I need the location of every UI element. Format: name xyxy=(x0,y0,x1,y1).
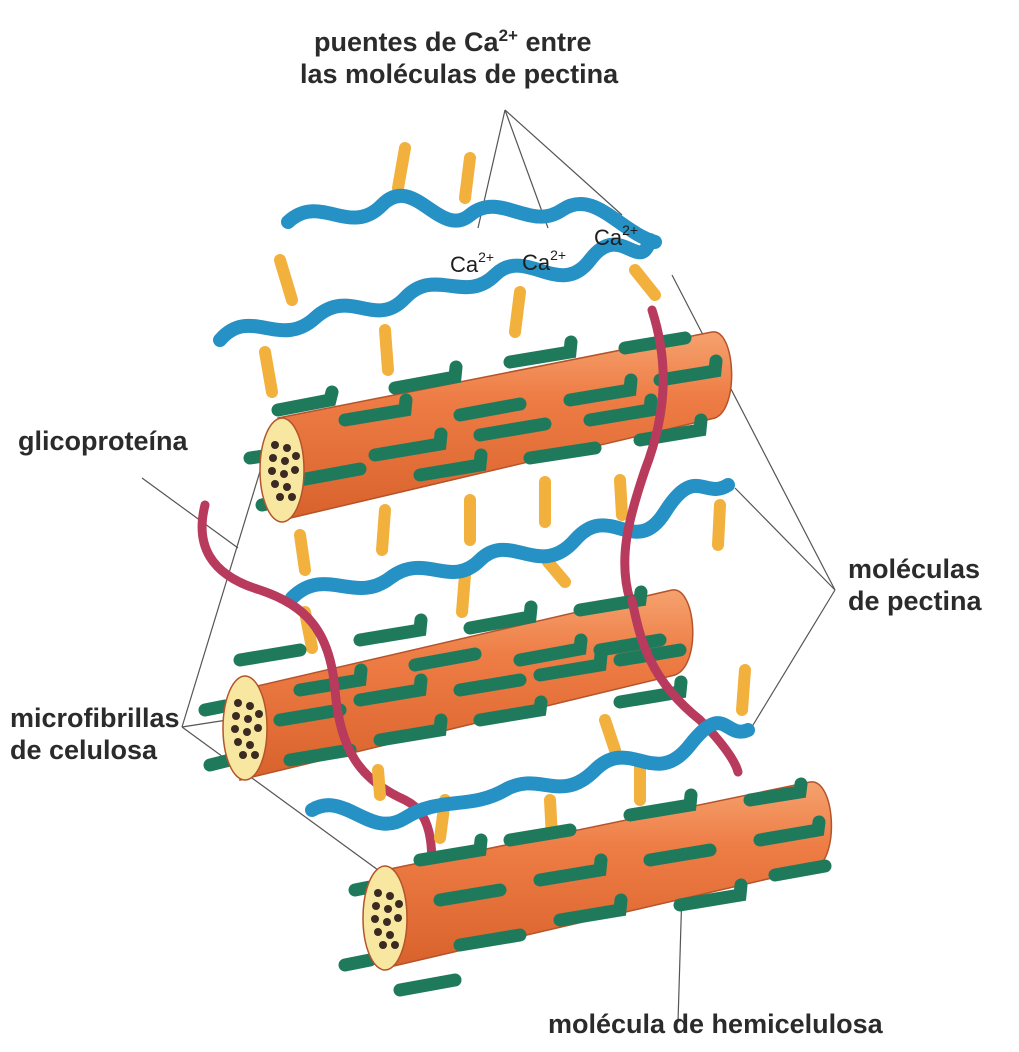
pectin-label-line1: moléculas xyxy=(848,553,982,585)
leader-line xyxy=(750,590,835,730)
leader-line xyxy=(735,488,835,590)
ca-ion-group: Ca2+ Ca2+ Ca2+ xyxy=(450,222,638,277)
pectin-layer-top xyxy=(220,148,655,392)
pectin-label: moléculas de pectina xyxy=(848,553,982,617)
pectin-label-line2: de pectina xyxy=(848,585,982,617)
cellulose-label: microfibrillas de celulosa xyxy=(10,702,180,766)
leader-line xyxy=(142,478,238,548)
ca-bridges-label: puentes de Ca2+ entre xyxy=(314,20,592,58)
ca-bridges-label-line2: las moléculas de pectina xyxy=(300,58,618,90)
cellulose-label-line2: de celulosa xyxy=(10,734,180,766)
hemicellulose-label: molécula de hemicelulosa xyxy=(548,1008,883,1040)
glycoprotein-label: glicoproteína xyxy=(18,425,188,457)
leader-line xyxy=(505,110,622,215)
cellulose-label-line1: microfibrillas xyxy=(10,702,180,734)
